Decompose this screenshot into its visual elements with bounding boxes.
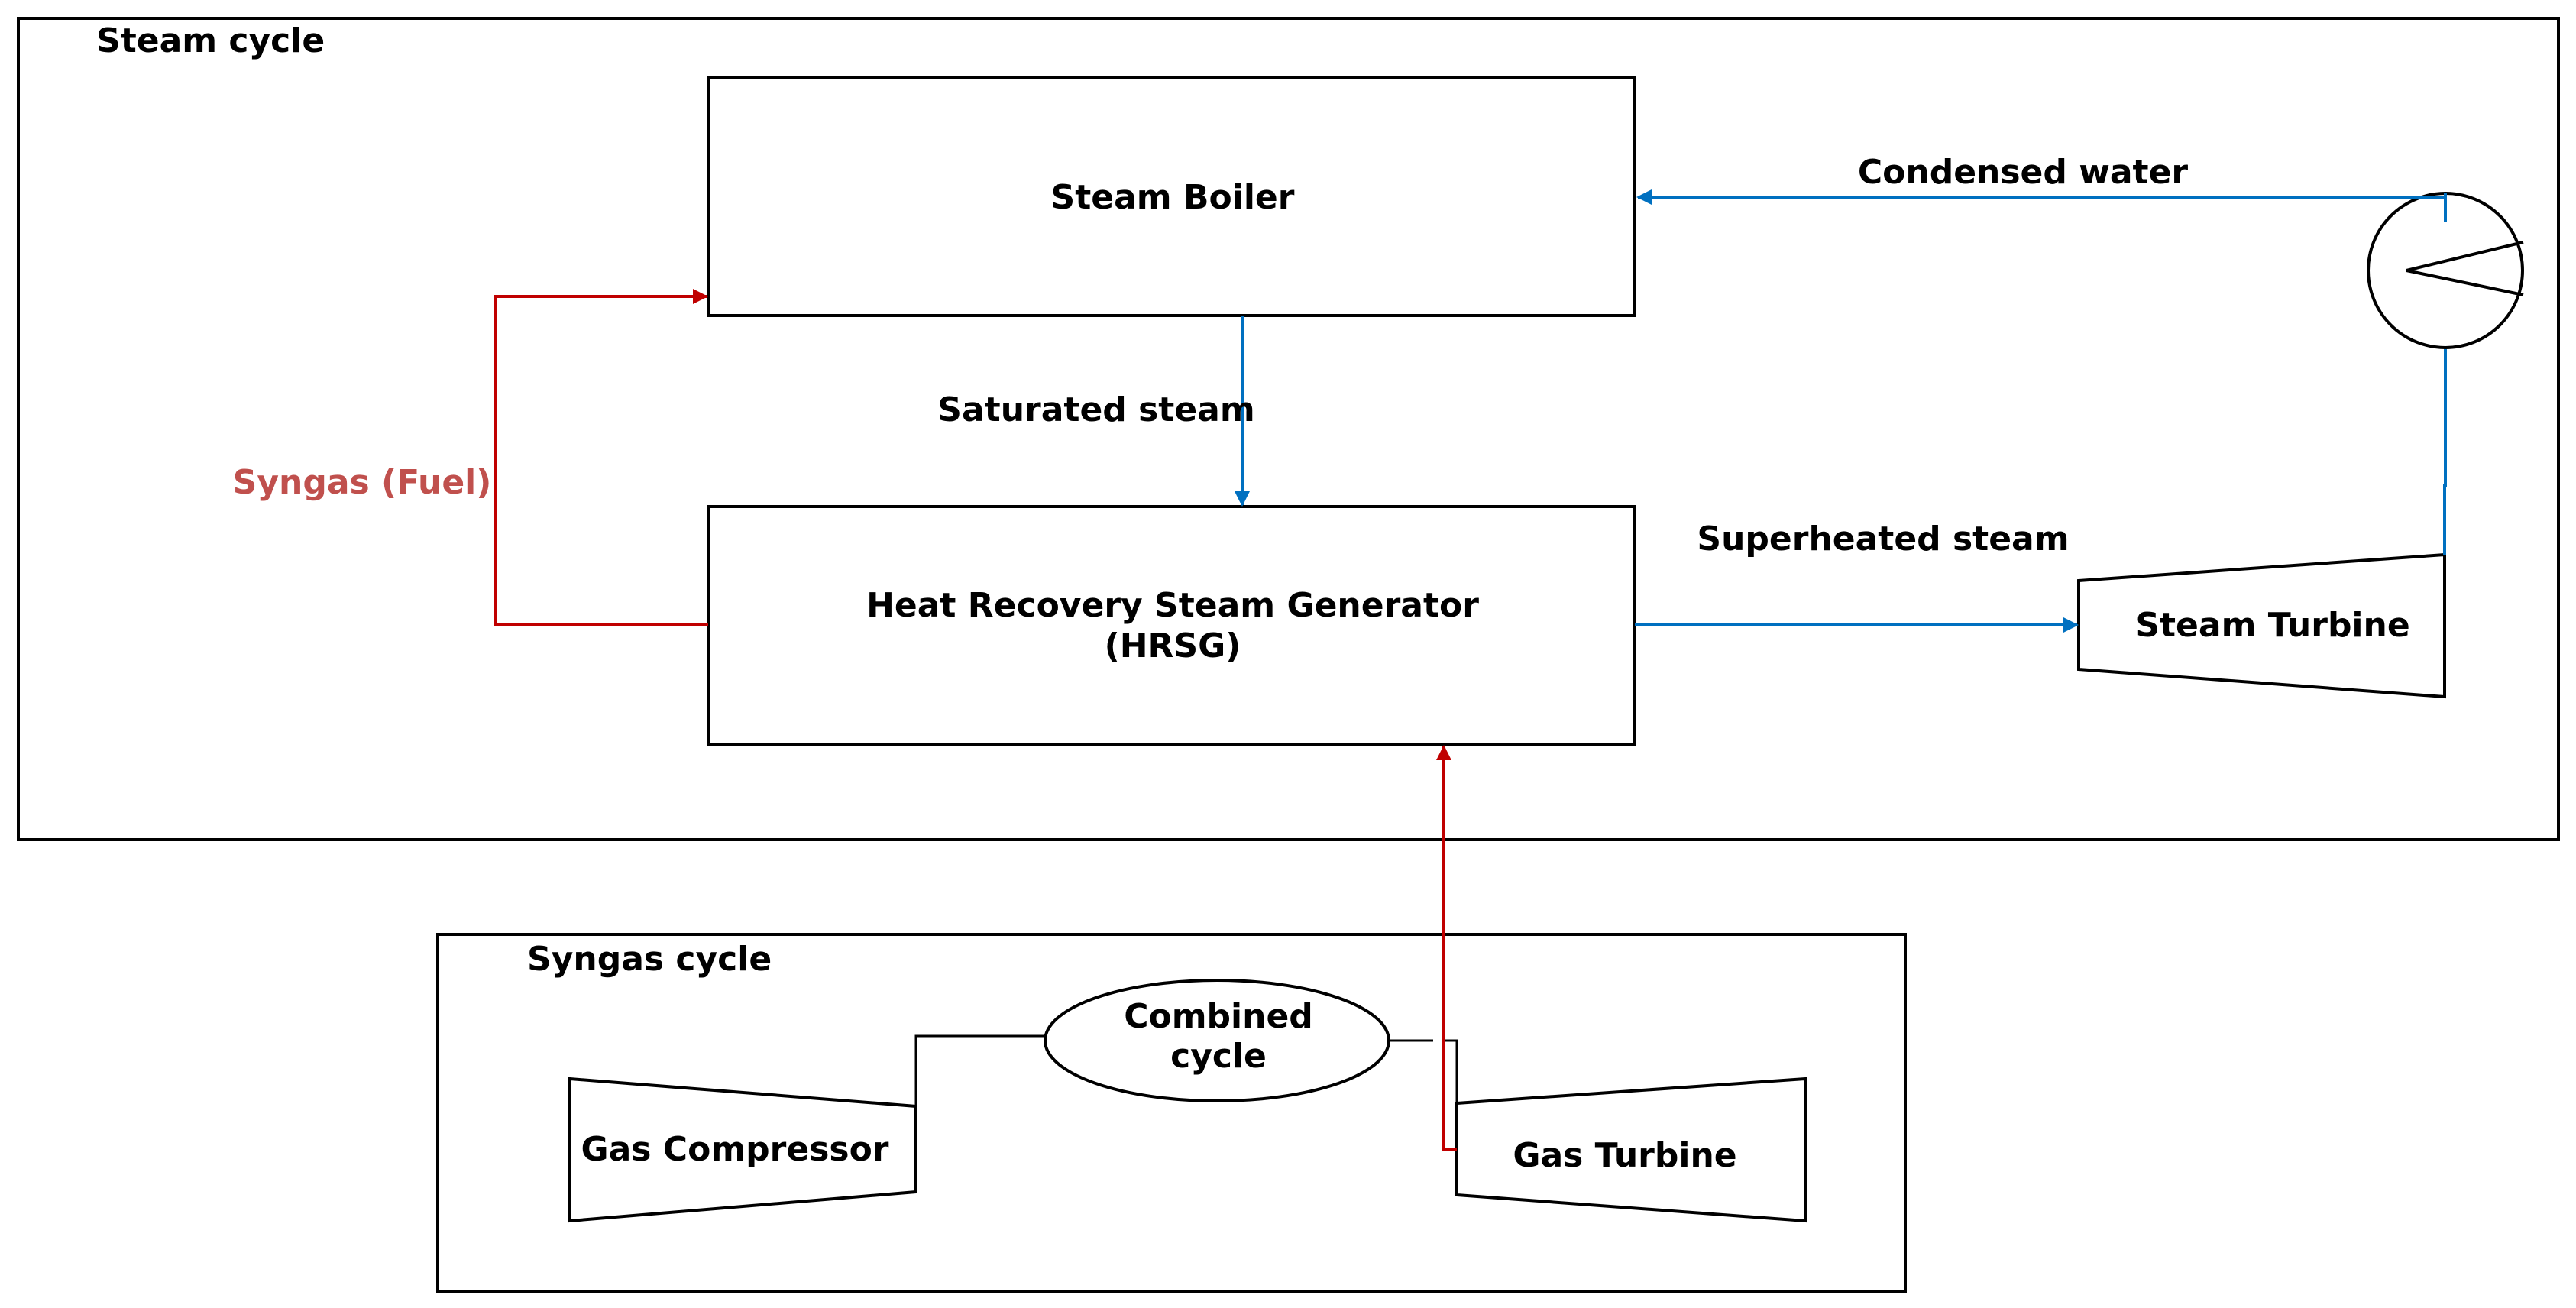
steam-boiler-label: Steam Boiler [1051, 178, 1295, 217]
gas-compressor-label: Gas Compressor [581, 1130, 888, 1169]
compressor-shaft-line [914, 1034, 1045, 1106]
gas-turbine-label: Gas Turbine [1513, 1136, 1736, 1175]
gas-turbine-shape [1455, 1077, 1807, 1223]
combined-cycle-label-line1: Combined [1124, 997, 1313, 1036]
syngas-fuel-arrow [494, 289, 708, 626]
gas-turbine-exhaust-arrow [1436, 745, 1457, 1151]
syngas-cycle-frame [436, 933, 1907, 1293]
syngas-cycle-title: Syngas cycle [527, 940, 772, 979]
condensed-water-line [1636, 189, 2447, 222]
turbine-shaft-line-b [1445, 1039, 1458, 1103]
gas-compressor-shape [568, 1077, 917, 1223]
steam-boiler-box [707, 76, 1636, 317]
hrsg-label-line2: (HRSG) [1105, 626, 1241, 665]
syngas-fuel-label: Syngas (Fuel) [233, 463, 492, 502]
condensed-water-label: Condensed water [1858, 153, 2189, 192]
saturated-steam-label: Saturated steam [937, 390, 1254, 429]
combined-cycle-label-line2: cycle [1170, 1037, 1267, 1076]
hrsg-label-line1: Heat Recovery Steam Generator [866, 586, 1479, 625]
steam-turbine-shape [2077, 552, 2446, 699]
hrsg-box [707, 505, 1636, 746]
steam-cycle-frame [17, 17, 2560, 841]
steam-cycle-title: Steam cycle [96, 21, 325, 60]
superheated-steam-label: Superheated steam [1697, 520, 2069, 558]
steam-turbine-label: Steam Turbine [2135, 606, 2409, 645]
